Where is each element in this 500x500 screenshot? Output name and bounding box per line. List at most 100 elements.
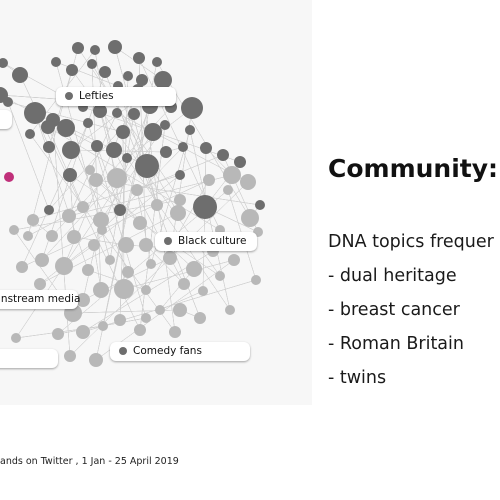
network-node [114,204,126,216]
network-node [62,141,80,159]
network-node [133,216,147,230]
network-graph: Lefties Black culture instream media Com… [0,40,265,368]
network-node [228,254,240,266]
network-node [181,97,203,119]
network-edge [87,269,147,291]
network-edge [114,46,158,206]
network-node [251,275,261,285]
network-node [27,214,39,226]
network-node [64,350,76,362]
network-node [35,253,49,267]
topic-item: - dual heritage [328,266,457,286]
network-edge [189,129,231,311]
network-node [52,328,64,340]
network-node [9,225,19,235]
network-node [178,278,190,290]
network-node [3,97,13,107]
network-node [123,71,133,81]
network-edge [82,279,257,333]
network-node [0,58,8,68]
network-node [97,225,107,235]
network-node [16,261,28,273]
network-node [67,230,81,244]
network-node [193,195,217,219]
network-node [144,123,162,141]
network-node [51,57,61,67]
network-node [139,238,153,252]
network-edge [41,177,118,261]
network-node [175,170,185,180]
network-node [107,168,127,188]
network-node [173,303,187,317]
network-node [215,271,225,281]
topic-item: - twins [328,368,387,388]
network-edge [68,112,118,217]
network-node [72,42,84,54]
network-node [91,140,103,152]
network-node [106,142,122,158]
network-node [141,285,151,295]
network-node [241,209,259,227]
network-node [105,255,115,265]
network-node [128,108,140,120]
network-edge [119,75,129,321]
network-node [62,209,76,223]
network-node [146,259,156,269]
network-node [122,153,132,163]
topic-item: - Roman Britain [328,334,464,354]
network-node [154,71,172,89]
network-node [93,212,109,228]
network-edge [32,174,181,221]
network-node [240,174,256,190]
network-edge [34,112,89,271]
highlighted-node [4,172,14,182]
network-node [194,312,206,324]
network-edge [77,47,181,201]
network-node [174,194,186,206]
network-edge [48,69,73,148]
network-node [225,305,235,315]
network-node [223,185,233,195]
network-node [66,64,78,76]
network-node [25,129,35,139]
network-node [57,119,75,137]
label-clipped-bottom [0,349,58,368]
network-edge [101,105,151,231]
network-node [90,45,100,55]
network-node [88,239,100,251]
network-node [98,321,108,331]
topic-intro: DNA topics frequer [328,232,494,252]
black-culture-dot-icon [164,237,172,245]
network-node [152,57,162,67]
network-edge [55,61,119,87]
network-node [34,278,46,290]
network-node [76,293,90,307]
network-node [135,154,159,178]
slide-title: Community: [328,154,499,183]
network-node [170,205,186,221]
network-node [24,102,46,124]
network-node [186,261,202,277]
network-node [89,353,103,367]
network-node [255,200,265,210]
network-node [178,142,188,152]
network-node [89,173,103,187]
topic-item: - breast cancer [328,300,460,320]
network-node [108,40,122,54]
network-node [76,325,90,339]
network-edge [27,47,79,237]
network-graph-canvas [0,40,265,367]
network-node [43,141,55,153]
network-node [134,324,146,336]
network-node [122,266,134,278]
network-edge [69,174,75,238]
network-edge [87,122,147,319]
network-node [200,142,212,154]
network-node [112,108,122,118]
network-node [131,184,143,196]
label-comedy-fans: Comedy fans [110,342,250,361]
network-node [85,165,95,175]
lefties-dot-icon [65,92,73,100]
label-clipped-top [0,110,12,129]
network-node [82,264,94,276]
